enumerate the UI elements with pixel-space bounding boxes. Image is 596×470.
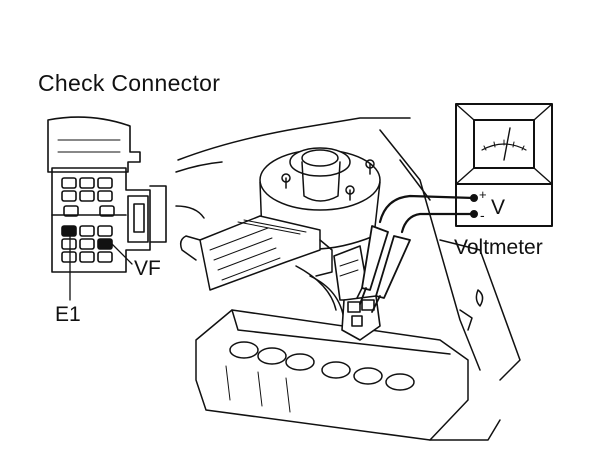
voltmeter-illustration bbox=[455, 103, 553, 227]
test-leads bbox=[359, 194, 476, 313]
connector-under-test bbox=[333, 245, 381, 341]
negative-terminal-label: - bbox=[480, 207, 485, 223]
diagram-title: Check Connector bbox=[38, 70, 221, 96]
e1-terminal-label: E1 bbox=[55, 303, 81, 326]
vf-terminal-label: VF bbox=[134, 257, 161, 280]
positive-terminal-label: + bbox=[479, 187, 487, 202]
voltmeter-label: Voltmeter bbox=[454, 236, 543, 259]
meter-symbol-label: V bbox=[491, 196, 506, 219]
check-connector-illustration bbox=[47, 116, 167, 301]
engine-bay-illustration bbox=[175, 117, 521, 441]
